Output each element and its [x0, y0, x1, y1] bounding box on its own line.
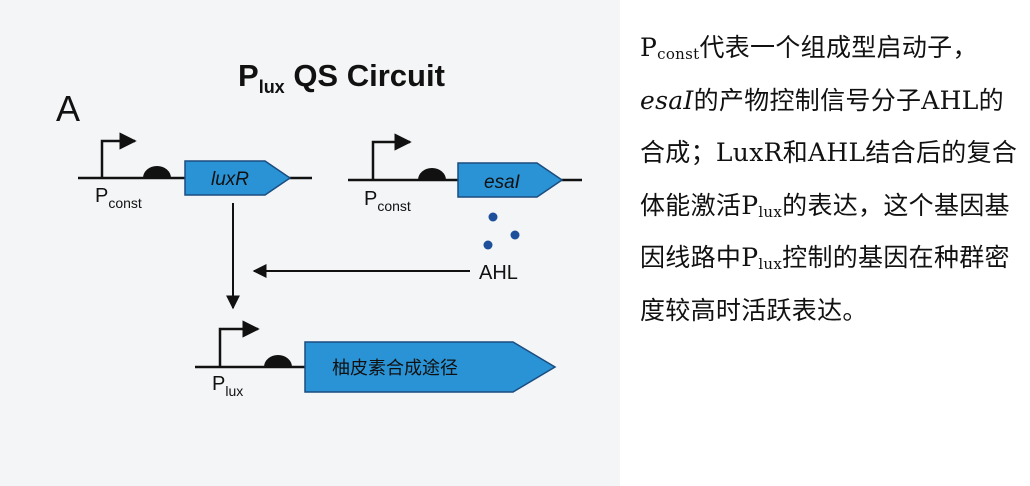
- description-paragraph: Pconst代表一个组成型启动子，esaI的产物控制信号分子AHL的合成；Lux…: [640, 33, 1018, 325]
- qs-circuit-diagram: Plux QS Circuit A luxR Pconst esaI Pcons…: [56, 58, 582, 399]
- promoter-arrow-plux: [218, 320, 260, 367]
- gene-esai-label: esaI: [484, 172, 521, 193]
- gene-luxr-label: luxR: [211, 169, 249, 190]
- diagram-title-p: P: [238, 58, 259, 93]
- description-text: Pconst代表一个组成型启动子，esaI的产物控制信号分子AHL的合成；Lux…: [640, 22, 1025, 337]
- ahl-label: AHL: [479, 262, 518, 284]
- rbs-esai: [418, 168, 446, 180]
- promoter-label-plux: Plux: [212, 373, 243, 399]
- promoter-arrow-pconst-1: [100, 132, 137, 178]
- diagram-title: Plux QS Circuit: [238, 58, 445, 97]
- ahl-dot: [483, 240, 493, 250]
- gene-luxr: [184, 160, 292, 196]
- gene-pathway-label: 柚皮素合成途径: [332, 358, 458, 379]
- promoter-arrow-pconst-2: [371, 133, 412, 180]
- diagram-title-sub: lux: [259, 77, 285, 97]
- panel-label: A: [56, 88, 80, 129]
- rbs-luxr: [143, 166, 171, 178]
- gene-esai: [457, 162, 564, 198]
- gene-pathway: [304, 341, 557, 393]
- promoter-label-pconst-2: Pconst: [364, 188, 411, 214]
- ahl-dot: [510, 230, 520, 240]
- promoter-label-pconst-1: Pconst: [95, 185, 142, 211]
- diagram-title-rest: QS Circuit: [285, 58, 445, 93]
- rbs-pathway: [264, 355, 292, 367]
- ahl-dot: [488, 212, 498, 222]
- diagram-panel: Plux QS Circuit A luxR Pconst esaI Pcons…: [0, 0, 620, 486]
